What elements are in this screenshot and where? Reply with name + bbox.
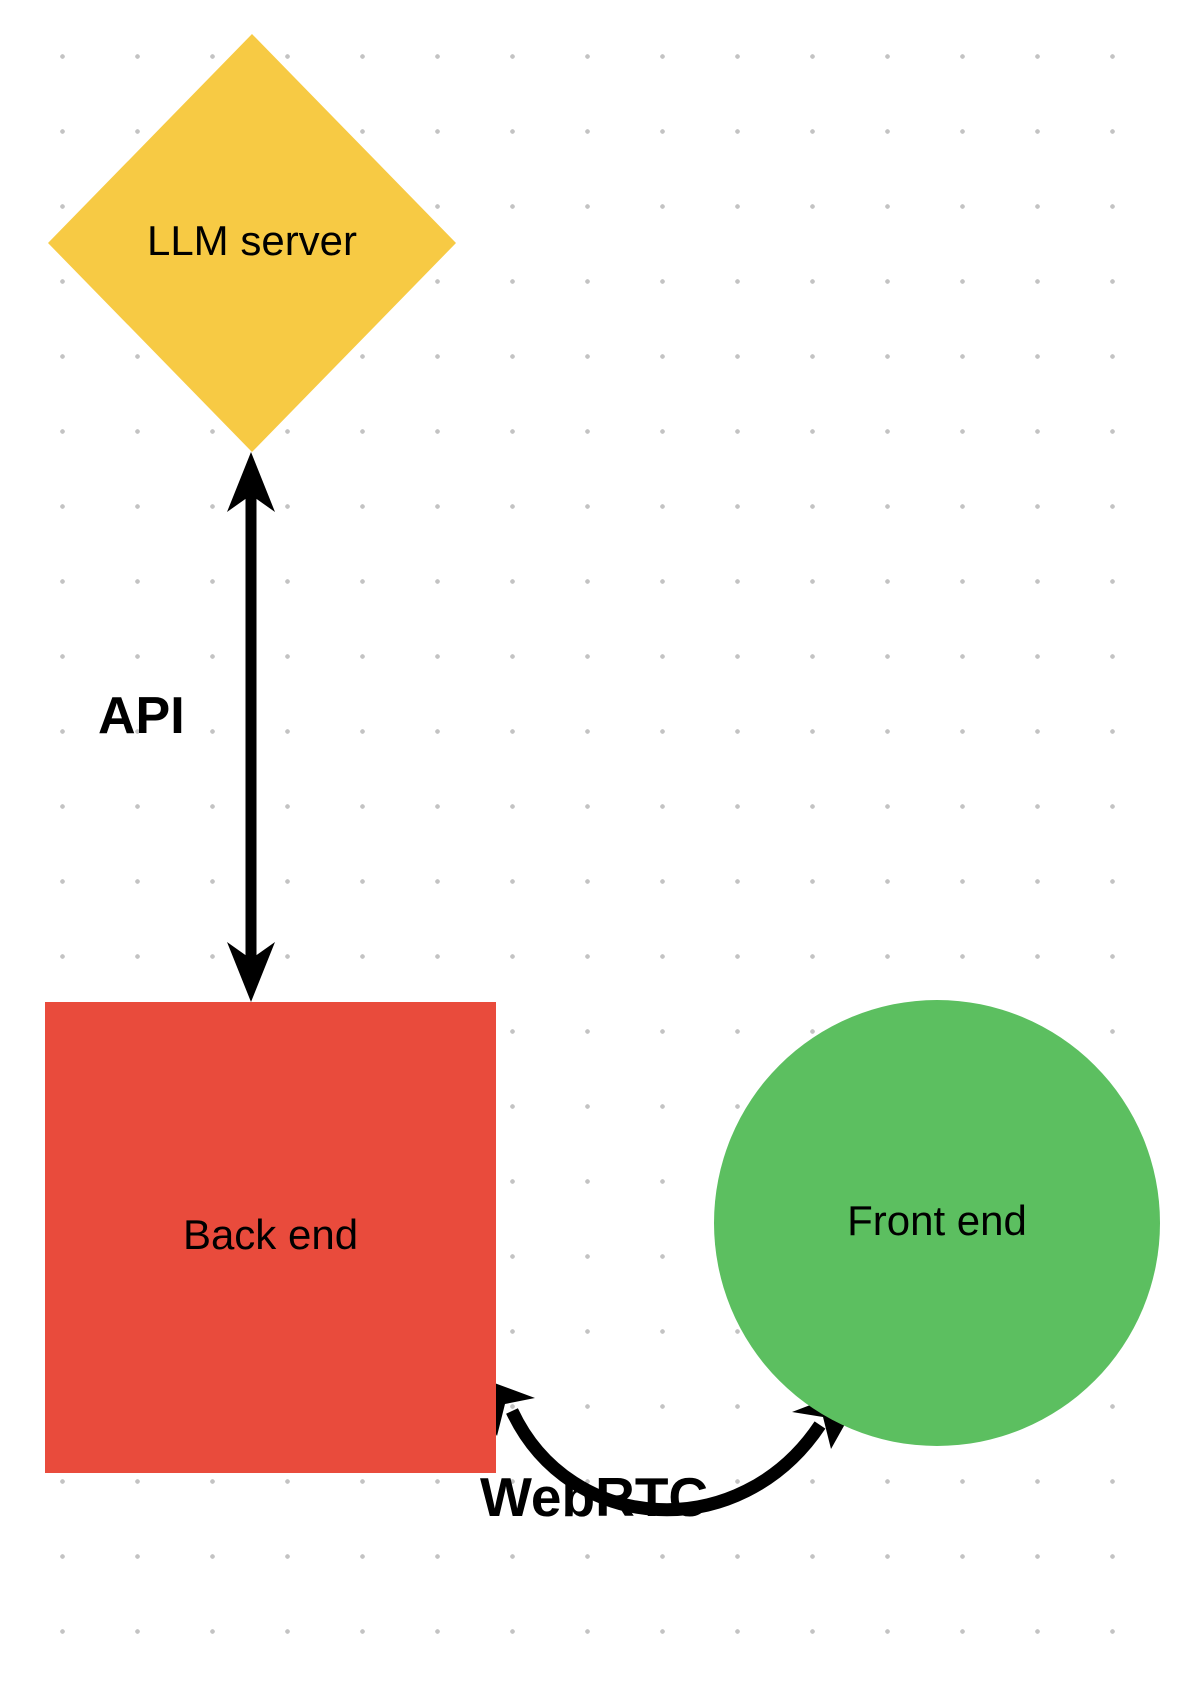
api-connector[interactable] [227, 452, 275, 1002]
api-arrowhead-up [227, 452, 275, 512]
node-llm-server[interactable]: LLM server [48, 34, 456, 452]
edge-label-api: API [98, 687, 185, 745]
node-back-end[interactable]: Back end [45, 1002, 496, 1473]
api-arrowhead-down [227, 942, 275, 1002]
circle-shape [714, 1000, 1160, 1446]
rectangle-shape [45, 1002, 496, 1473]
edge-label-webrtc: WebRTC [480, 1466, 709, 1528]
diamond-shape [48, 34, 456, 452]
node-front-end[interactable]: Front end [714, 1000, 1160, 1446]
